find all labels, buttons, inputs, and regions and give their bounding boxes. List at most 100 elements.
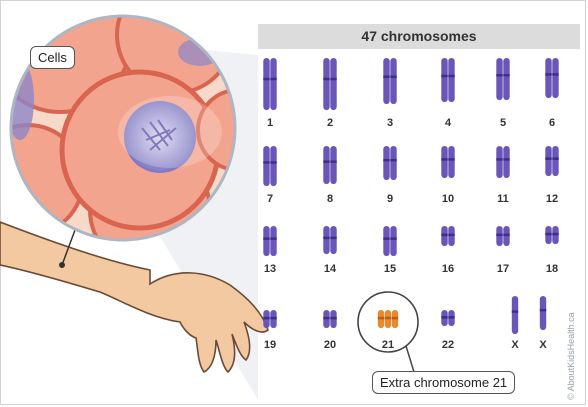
chromosome-pair xyxy=(545,58,558,98)
chromatid xyxy=(441,146,447,178)
chromatid xyxy=(545,58,551,98)
chromatid xyxy=(552,146,558,176)
chromatid xyxy=(330,146,336,184)
centromere xyxy=(323,78,329,81)
centromere xyxy=(390,75,396,78)
copyright-watermark: © AboutKidsHealth.ca xyxy=(562,250,578,400)
centromere xyxy=(263,78,269,81)
chromosome-pair xyxy=(512,296,518,334)
centromere xyxy=(378,317,384,320)
chromatid xyxy=(512,296,518,334)
chromosome-number-label: 18 xyxy=(546,263,558,275)
centromere xyxy=(552,233,558,236)
chromosome-pair xyxy=(496,146,509,178)
centromere xyxy=(330,317,336,320)
chromatid xyxy=(270,146,276,186)
centromere xyxy=(540,309,546,312)
chromosome-pair xyxy=(441,58,454,102)
chromatid xyxy=(330,58,336,110)
chromatid xyxy=(540,296,546,330)
centromere xyxy=(323,237,329,240)
centromere xyxy=(512,310,518,313)
chromosome-pair xyxy=(441,310,454,326)
centromere xyxy=(263,161,269,164)
chromosome-21-trisomy xyxy=(378,310,398,328)
chromosome-pair xyxy=(496,226,509,246)
centromere xyxy=(323,160,329,163)
centromere xyxy=(263,237,269,240)
centromere xyxy=(383,237,389,240)
centromere xyxy=(330,78,336,81)
chromosome-pair xyxy=(263,226,276,256)
chromosome-pair xyxy=(323,226,336,254)
chromosome-pair xyxy=(383,58,396,104)
chromosome-number-label: 17 xyxy=(497,263,509,275)
centromere xyxy=(503,74,509,77)
centromere xyxy=(263,317,269,320)
chromatid xyxy=(552,58,558,98)
chromatid xyxy=(496,146,502,178)
chromatid xyxy=(390,146,396,180)
chromatid xyxy=(441,58,447,102)
chromosome-pair xyxy=(383,226,396,256)
chromatid xyxy=(390,58,396,104)
centromere xyxy=(448,158,454,161)
centromere xyxy=(323,317,329,320)
chromatid xyxy=(383,146,389,180)
chromosome-number-label: 16 xyxy=(442,263,454,275)
chromosome-number-label: 2 xyxy=(327,117,333,129)
centromere xyxy=(503,158,509,161)
centromere xyxy=(545,73,551,76)
centromere xyxy=(441,75,447,78)
chromosome-pair xyxy=(540,296,546,330)
chromosome-number-label: 11 xyxy=(497,193,509,205)
chromatid xyxy=(323,226,329,254)
chromosome-number-label: 6 xyxy=(549,117,555,129)
chromosome-number-label: 22 xyxy=(442,339,454,351)
centromere xyxy=(392,317,398,320)
chromatid xyxy=(323,58,329,110)
chromosome-pair xyxy=(323,310,336,328)
chromosome-number-label: 4 xyxy=(445,117,452,129)
chromosome-pair xyxy=(383,146,396,180)
chromosome-number-label: 14 xyxy=(324,263,337,275)
chromosome-pair xyxy=(323,146,336,184)
centromere xyxy=(441,316,447,319)
centromere xyxy=(448,316,454,319)
centromere xyxy=(270,161,276,164)
chromatid xyxy=(270,58,276,110)
centromere xyxy=(330,160,336,163)
chromatid xyxy=(383,226,389,256)
centromere xyxy=(496,74,502,77)
chromosome-number-label: 9 xyxy=(387,193,393,205)
centromere xyxy=(552,73,558,76)
centromere xyxy=(503,234,509,237)
centromere xyxy=(496,158,502,161)
centromere xyxy=(545,233,551,236)
centromere xyxy=(270,237,276,240)
extra-chromosome-label: Extra chromosome 21 xyxy=(372,371,515,394)
centromere xyxy=(383,75,389,78)
chromosome-number-label: 5 xyxy=(500,117,506,129)
chromatid xyxy=(545,146,551,176)
chromosome-number-label: 12 xyxy=(546,193,558,205)
centromere xyxy=(390,159,396,162)
chromosome-number-label: 19 xyxy=(264,339,276,351)
chromosome-number-label: 13 xyxy=(264,263,276,275)
centromere xyxy=(390,237,396,240)
chromosome-number-label: X xyxy=(511,339,519,351)
chromosome-number-label: 1 xyxy=(267,117,273,129)
centromere xyxy=(270,78,276,81)
chromosome-pair xyxy=(545,226,558,244)
chromatid xyxy=(448,146,454,178)
chromosome-pair xyxy=(263,310,276,328)
centromere xyxy=(496,234,502,237)
chromosome-number-label: 7 xyxy=(267,193,273,205)
chromosome-pair xyxy=(496,58,509,100)
chromosome-pair xyxy=(263,58,276,110)
centromere xyxy=(385,317,391,320)
centromere xyxy=(441,158,447,161)
chromatid xyxy=(330,226,336,254)
